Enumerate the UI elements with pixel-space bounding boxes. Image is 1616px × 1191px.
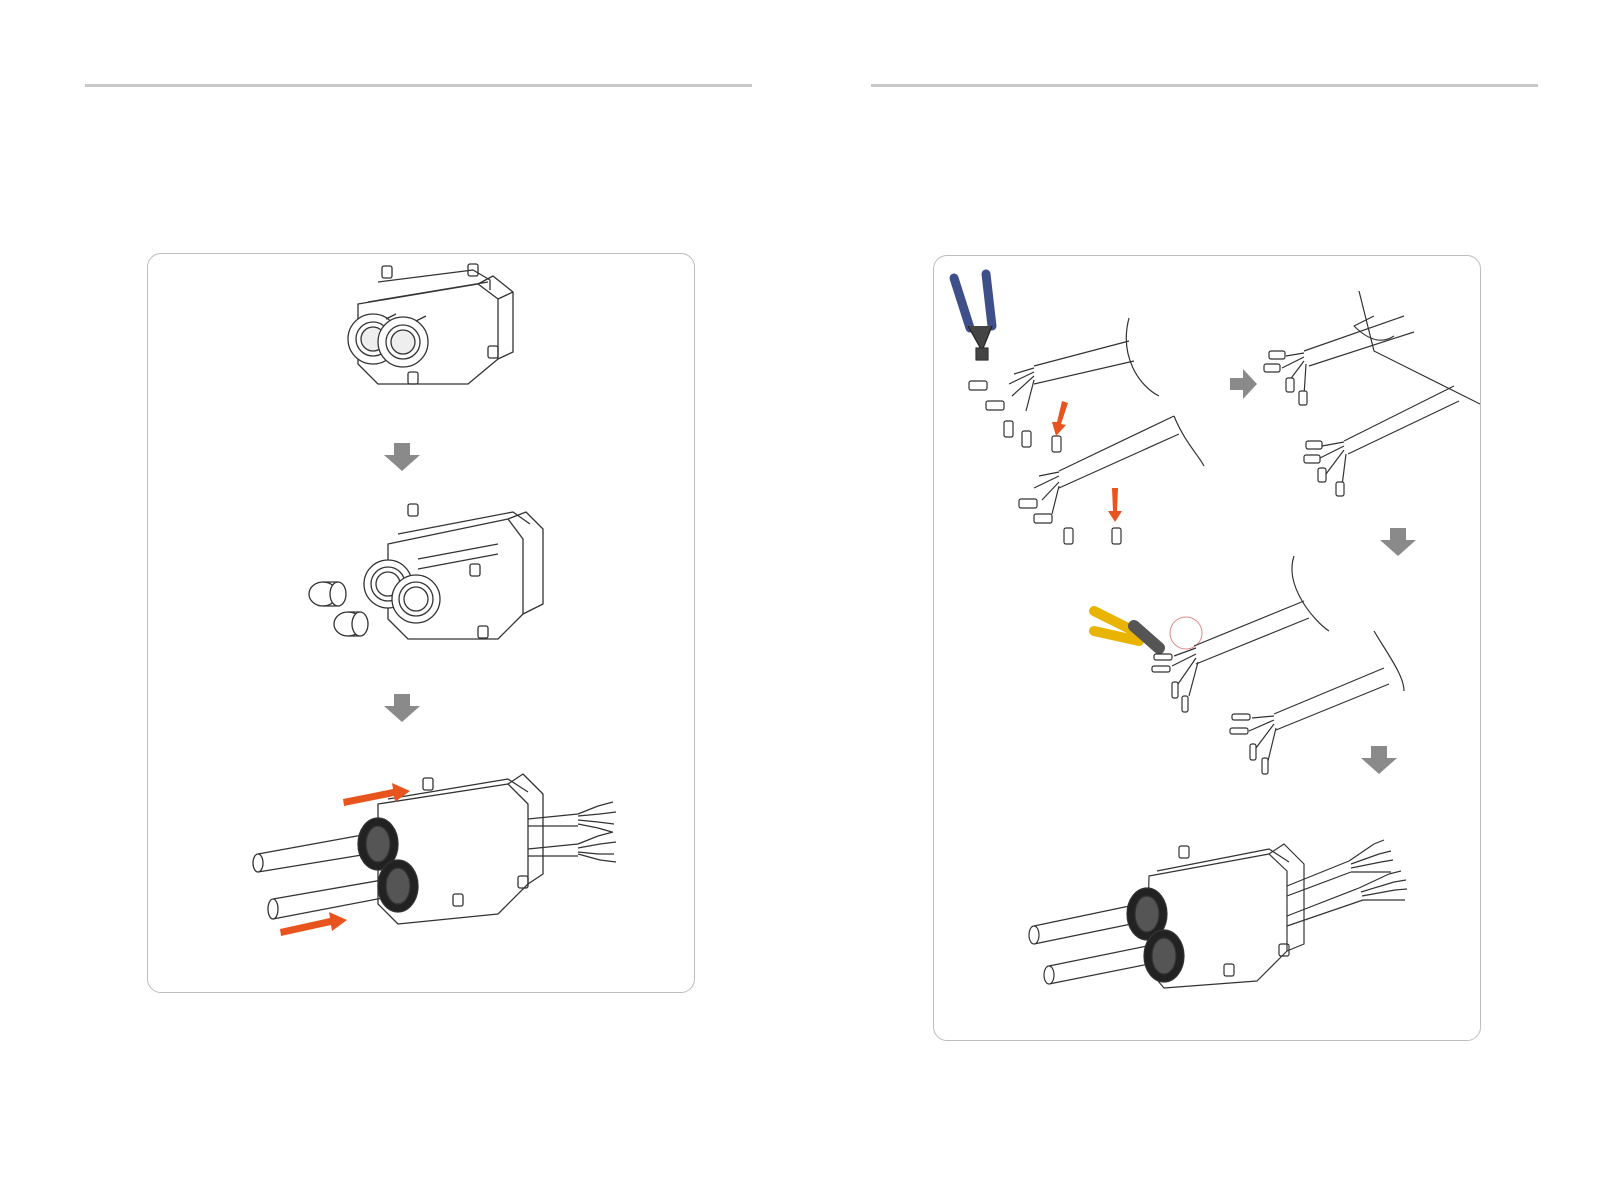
right-figure-panel (933, 255, 1481, 1041)
junction-box-icon (1029, 840, 1407, 988)
wire-crimper-icon (1094, 611, 1159, 648)
cable-insert-icon (253, 774, 616, 924)
step-arrow-icon (1230, 369, 1257, 399)
step-arrow-icon (384, 443, 420, 471)
ferrule-icon (1264, 291, 1480, 496)
ferrule-direction-arrow (1052, 401, 1122, 522)
right-figure-illustration (934, 256, 1480, 1040)
step-arrow-icon (384, 694, 420, 722)
left-figure-illustration (148, 254, 694, 992)
step-arrow-icon (1361, 746, 1397, 774)
cable-bundle (1009, 318, 1204, 514)
cable-bundle (1152, 556, 1404, 774)
ferrule-icon (969, 381, 1121, 544)
right-header-rule (871, 84, 1538, 87)
step-arrow-icon (1380, 528, 1416, 556)
left-figure-panel (147, 253, 695, 993)
left-header-rule (85, 84, 752, 87)
sealing-plug-icon (309, 504, 543, 639)
junction-box-icon (348, 264, 513, 384)
crimping-pliers-icon (954, 274, 992, 360)
